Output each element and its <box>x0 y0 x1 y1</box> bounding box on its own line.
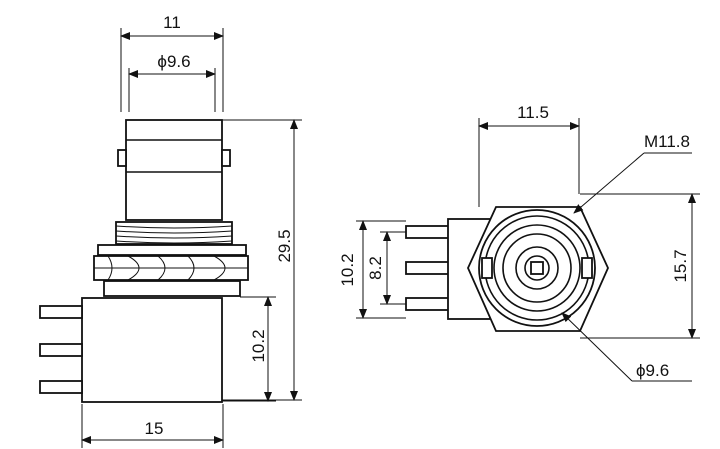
front-rings <box>478 209 596 327</box>
side-pins <box>39 305 83 394</box>
front-dim-thread-label: M11.8 <box>644 132 690 151</box>
side-dim-width-base: 15 <box>81 404 224 448</box>
side-thread <box>115 221 233 245</box>
side-dim-diameter-top: ϕ9.6 <box>128 52 216 112</box>
side-hex-nut <box>93 255 249 281</box>
front-dim-height-label: 15.7 <box>671 249 690 282</box>
side-dim-height-base: 10.2 <box>222 296 276 402</box>
side-dim-height-total-label: 29.5 <box>275 229 294 262</box>
front-dim-offset-label: 11.5 <box>517 103 549 122</box>
front-dim-pin-outer-label: 10.2 <box>338 253 357 286</box>
side-dim-width-base-label: 15 <box>145 419 164 438</box>
front-dim-height: 15.7 <box>580 193 700 339</box>
side-dim-diameter-top-label: ϕ9.6 <box>157 52 190 71</box>
side-dim-width-top: 11 <box>120 13 224 112</box>
side-dim-width-top-label: 11 <box>163 13 181 32</box>
side-barrel <box>117 119 231 221</box>
front-dim-offset: 11.5 <box>478 103 580 207</box>
front-dim-pin-outer: 10.2 <box>338 220 406 319</box>
side-body <box>81 297 223 403</box>
side-base-flange <box>103 280 241 297</box>
front-dim-pin-inner-label: 8.2 <box>366 256 385 280</box>
side-view: 11 ϕ9.6 29.5 10.2 15 <box>39 13 302 448</box>
front-dim-thread: M11.8 <box>573 132 692 214</box>
front-dim-diameter-label: ϕ9.6 <box>636 361 669 380</box>
front-view: 11.5 M11.8 15.7 10.2 8.2 <box>338 103 700 382</box>
side-dim-height-total: 29.5 <box>222 119 302 401</box>
front-pins <box>405 225 451 311</box>
front-dim-pin-inner: 8.2 <box>366 231 406 305</box>
side-washer <box>97 244 247 256</box>
front-dim-diameter: ϕ9.6 <box>561 312 692 382</box>
side-dim-height-base-label: 10.2 <box>249 329 268 362</box>
